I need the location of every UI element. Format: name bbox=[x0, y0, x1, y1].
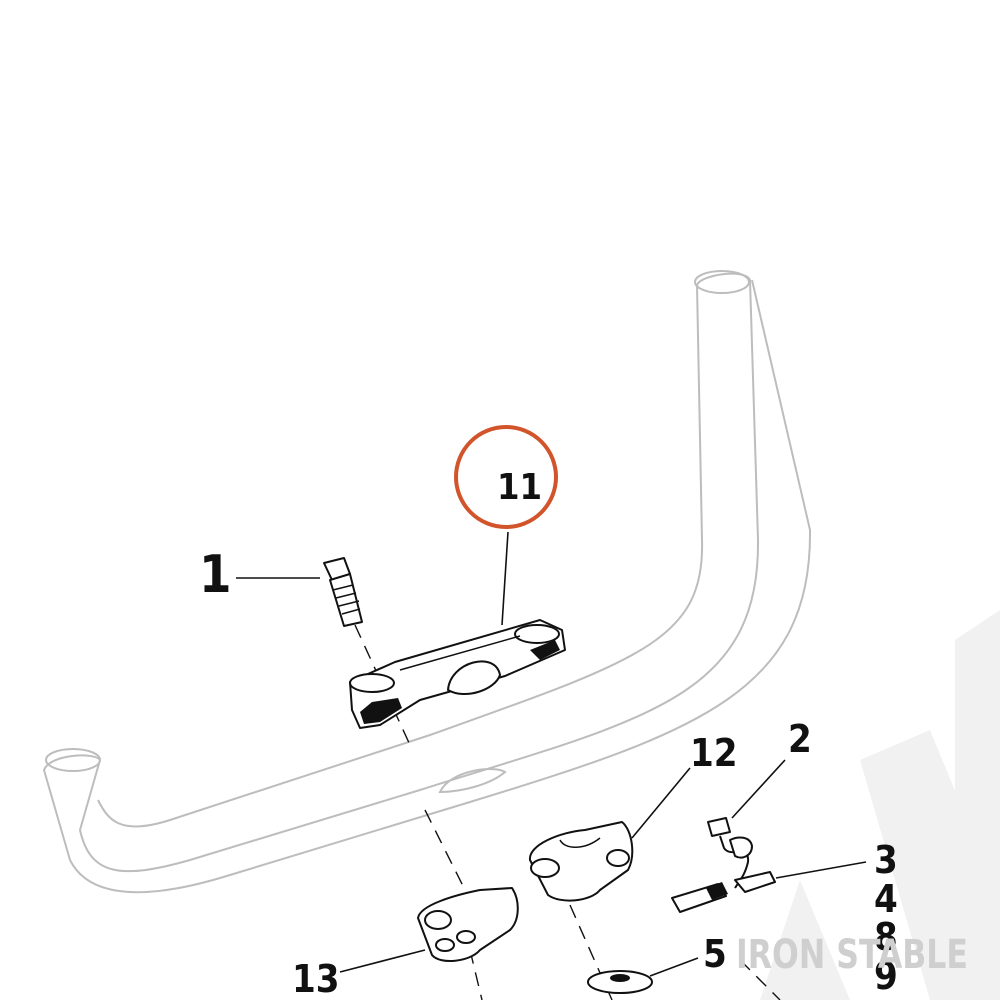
callout-3: 3 bbox=[874, 838, 898, 882]
ground-wire-parts bbox=[671, 817, 776, 913]
leader-lines bbox=[236, 531, 867, 977]
callout-13: 13 bbox=[292, 957, 340, 1000]
callout-8: 8 bbox=[874, 915, 898, 959]
watermark-text: IRON STABLE bbox=[736, 932, 968, 978]
callout-11: 11 bbox=[497, 467, 542, 508]
callout-1: 1 bbox=[199, 545, 232, 605]
riser-part-13 bbox=[417, 887, 519, 962]
top-clamp-part-11 bbox=[349, 619, 566, 729]
highlight-circle bbox=[454, 425, 558, 529]
center-lines bbox=[354, 624, 781, 1000]
callout-4: 4 bbox=[874, 877, 898, 921]
callout-9: 9 bbox=[874, 954, 898, 998]
riser-part-12 bbox=[529, 821, 634, 902]
handlebar-outline bbox=[42, 270, 812, 894]
callout-5: 5 bbox=[703, 932, 727, 976]
callout-2: 2 bbox=[788, 717, 812, 761]
watermark-background bbox=[760, 610, 1000, 1000]
callout-12: 12 bbox=[690, 731, 738, 775]
washer-part-5 bbox=[587, 970, 653, 994]
bolt-part-1 bbox=[323, 557, 363, 627]
